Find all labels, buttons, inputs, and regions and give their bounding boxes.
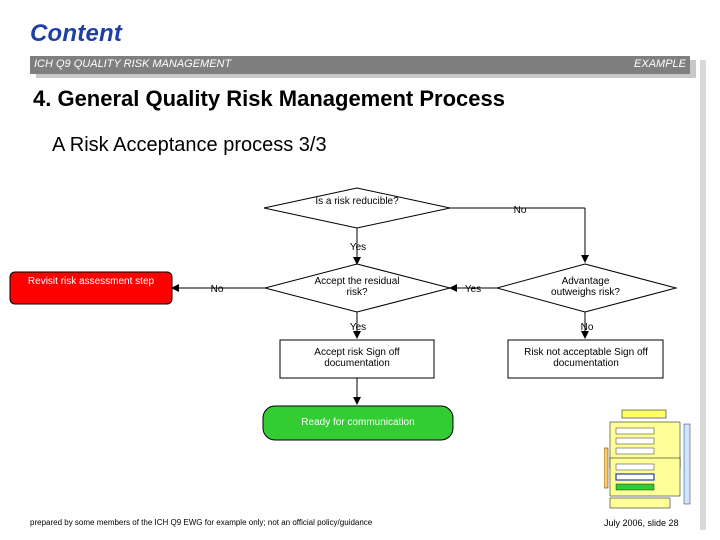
box-revisit — [9, 271, 173, 305]
section-banner: ICH Q9 QUALITY RISK MANAGEMENT EXAMPLE — [30, 56, 690, 74]
box-ready-text: Ready for communication — [301, 417, 415, 428]
footer-disclaimer: prepared by some members of the ICH Q9 E… — [30, 518, 373, 527]
label-yes-down: Yes — [350, 242, 366, 253]
box-revisit-text: Revisit risk assessment step — [27, 276, 155, 287]
box-accept-text: Accept risk Sign off documentation — [314, 347, 400, 369]
brand-title: Content — [30, 20, 123, 47]
decision-accept-residual — [263, 263, 451, 313]
process-overview-thumbnail — [604, 409, 691, 509]
decision-advantage-text: Advantage outweighs risk? — [551, 276, 620, 298]
label-yes-accept: Yes — [350, 322, 366, 333]
label-no-advantage: No — [581, 322, 594, 333]
footer-date-slide: July 2006, slide 28 — [604, 518, 679, 528]
decision-accept-text: Accept the residual risk? — [314, 276, 400, 298]
label-yes-right: Yes — [465, 284, 481, 295]
frame-shadow — [700, 60, 706, 530]
label-no-left: No — [211, 284, 224, 295]
box-ready — [262, 405, 454, 441]
decision-reducible — [263, 187, 451, 229]
box-accept-risk — [279, 339, 435, 379]
box-not-acceptable — [507, 339, 664, 379]
decision-advantage — [495, 263, 678, 313]
label-no-top: No — [514, 205, 527, 216]
banner-tag: EXAMPLE — [634, 58, 686, 70]
page-title: 4. General Quality Risk Management Proce… — [33, 86, 505, 111]
decision-reducible-text: Is a risk reducible? — [315, 196, 399, 207]
page-subtitle: A Risk Acceptance process 3/3 — [52, 134, 327, 156]
banner-topic: ICH Q9 QUALITY RISK MANAGEMENT — [34, 58, 232, 70]
box-not-acceptable-text: Risk not acceptable Sign off documentati… — [524, 347, 648, 369]
